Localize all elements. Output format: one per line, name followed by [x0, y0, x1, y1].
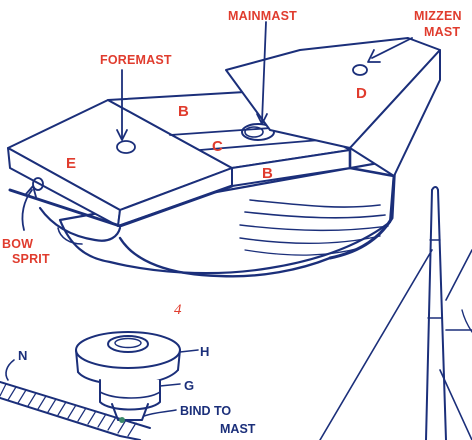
label-part-e: E	[66, 155, 76, 172]
label-bowsprit-line2: SPRIT	[12, 252, 50, 266]
label-part-d: D	[356, 85, 367, 102]
fitting-assembly	[0, 331, 199, 440]
label-mizzen-line2: MAST	[424, 25, 460, 39]
label-mainmast: MAINMAST	[228, 9, 297, 23]
label-part-g: G	[184, 378, 194, 393]
deck-block-e	[7, 99, 234, 228]
label-part-b-lower: B	[262, 165, 273, 182]
figure-number: 4	[174, 302, 182, 318]
deck-block-d	[225, 37, 441, 178]
spar-hatching	[0, 383, 137, 437]
label-part-c: C	[212, 138, 223, 155]
mast-rigging	[319, 186, 472, 440]
label-part-n: N	[18, 348, 27, 363]
label-bind-line2: MAST	[220, 422, 256, 436]
label-part-b-top: B	[178, 103, 189, 120]
label-part-h: H	[200, 344, 209, 359]
label-bind-line1: BIND TO	[180, 404, 231, 418]
deck-block-b-c	[107, 91, 351, 187]
hull	[38, 158, 397, 278]
label-foremast: FOREMAST	[100, 53, 172, 67]
label-bowsprit-line1: BOW	[2, 237, 33, 251]
leader-lines	[21, 21, 413, 231]
binding-knot	[119, 417, 125, 423]
label-mizzen-line1: MIZZEN	[414, 9, 462, 23]
